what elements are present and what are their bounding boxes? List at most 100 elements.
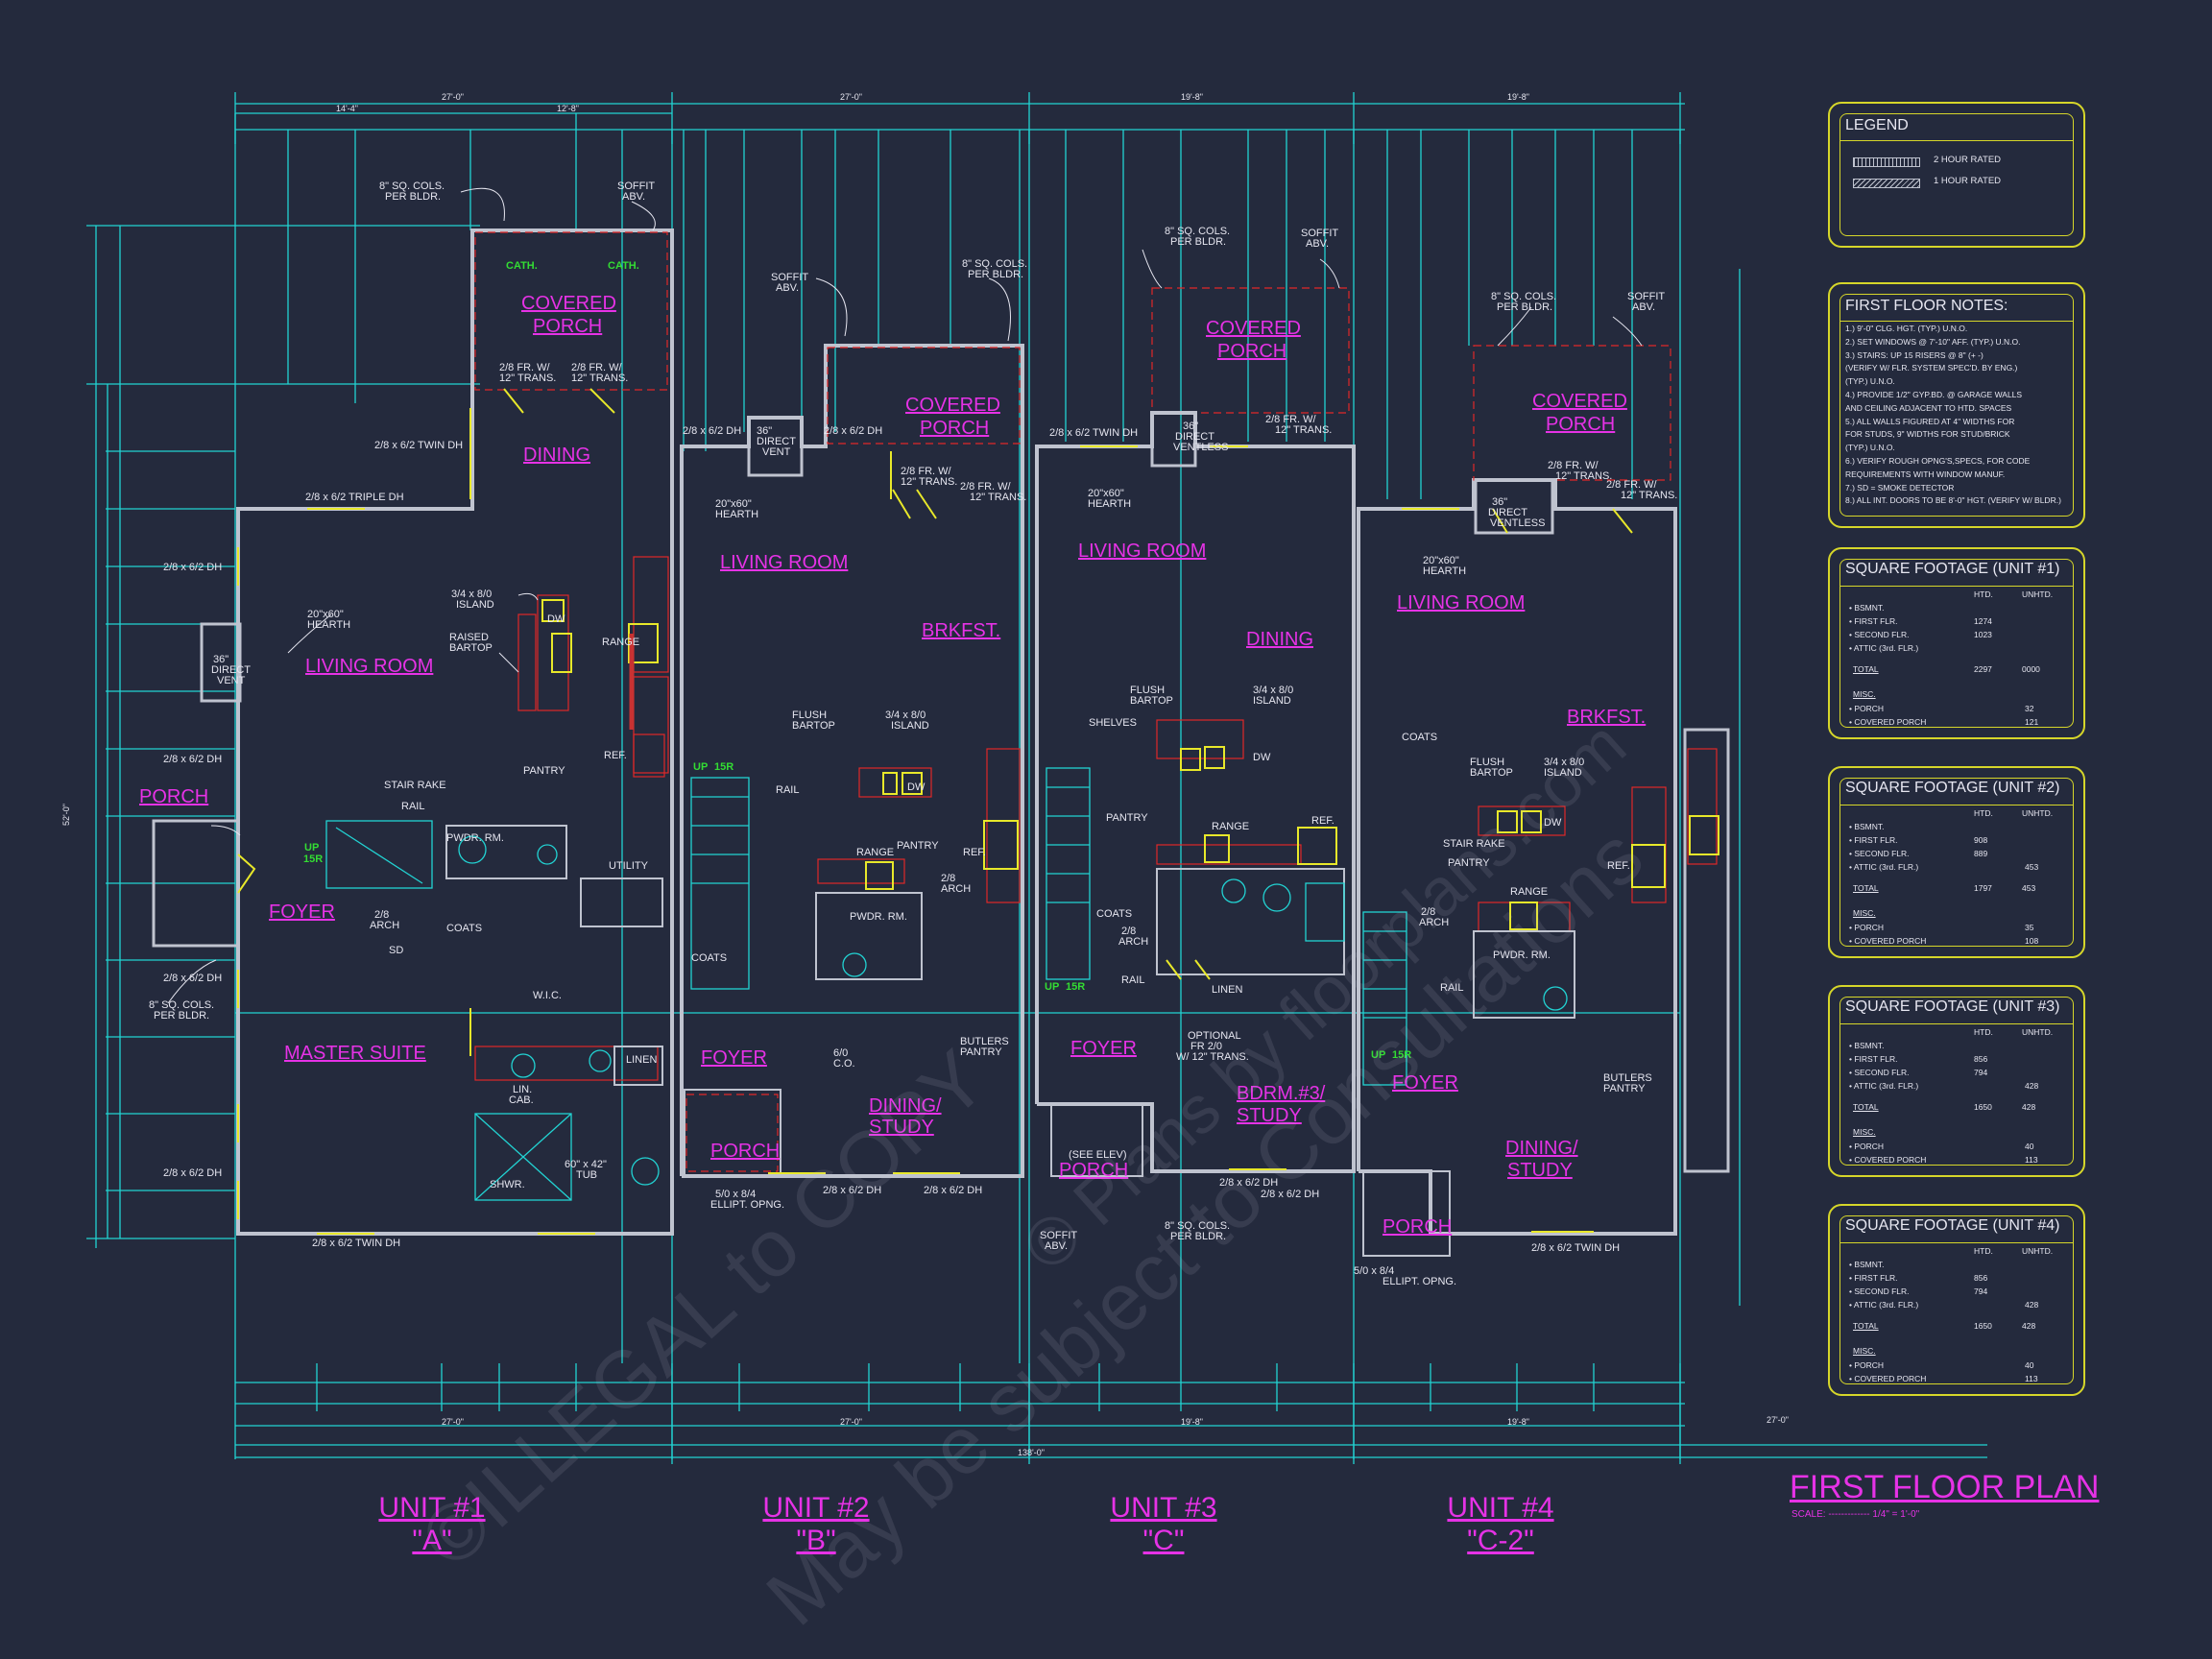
note-line: 3.) STAIRS: UP 15 RISERS @ 8" (+ -) — [1845, 349, 1984, 360]
sqft-misc-row-label: • COVERED PORCH — [1849, 717, 1927, 727]
note-line: (TYP.) U.N.O. — [1845, 443, 1895, 453]
sqft-row-htd: 856 — [1974, 1273, 1988, 1283]
note-line: 5.) ALL WALLS FIGURED AT 4" WIDTHS FOR — [1845, 416, 2015, 426]
sqft-htd-header: HTD. — [1974, 1027, 1993, 1037]
u4-hearth-1: 20"x60" — [1423, 555, 1459, 566]
u3-island-1: 3/4 x 8/0 — [1253, 685, 1293, 696]
u2-dining-label-1: DINING/ — [869, 1095, 942, 1117]
u2-covered-porch-label-1: COVERED — [905, 395, 1000, 416]
u4-butlers-2: PANTRY — [1603, 1083, 1646, 1094]
u3-porch-label: PORCH — [1059, 1160, 1128, 1181]
u2-coats: COATS — [691, 952, 727, 964]
u1-range: RANGE — [602, 637, 639, 648]
u1-hearth-2: HEARTH — [307, 619, 350, 631]
u4-ellipt-2: ELLIPT. OPNG. — [1382, 1276, 1456, 1287]
dim-27-u1: 27'-0" — [442, 92, 464, 102]
u3-soffit-b-2: ABV. — [1045, 1240, 1068, 1252]
unit-3-code: "C" — [1142, 1525, 1185, 1556]
u2-cols-2: PER BLDR. — [968, 269, 1023, 280]
sqft-title: SQUARE FOOTAGE (UNIT #2) — [1845, 780, 2060, 796]
note-line: 6.) VERIFY ROUGH OPNG'S,SPECS, FOR CODE — [1845, 455, 2031, 466]
u4-range: RANGE — [1510, 886, 1548, 898]
u3-rail: RAIL — [1121, 974, 1144, 986]
dim-27-bottom-2: 27'-0" — [840, 1417, 862, 1427]
sqft-total-htd: 2297 — [1974, 664, 1992, 674]
u1-hearth-1: 20"x60" — [307, 609, 344, 620]
u4-dining-label-2: STUDY — [1507, 1160, 1573, 1181]
u3-bdrm-label-2: STUDY — [1237, 1105, 1302, 1126]
sqft-unhtd-header: UNHTD. — [2022, 589, 2054, 599]
sqft-misc-label: MISC. — [1853, 1346, 1876, 1356]
u3-linen: LINEN — [1212, 984, 1242, 996]
sqft-htd-header: HTD. — [1974, 589, 1993, 599]
u4-living-label: LIVING ROOM — [1397, 592, 1525, 613]
u1-fr-trans-a2: 12" TRANS. — [499, 373, 556, 384]
u3-coats: COATS — [1096, 908, 1132, 920]
u1-twin-dh-bottom: 2/8 x 6/2 TWIN DH — [312, 1238, 400, 1249]
sqft-row-htd: 794 — [1974, 1068, 1988, 1077]
u2-island-2: ISLAND — [891, 720, 929, 732]
u1-pantry: PANTRY — [523, 765, 565, 777]
sqft-row-label: • FIRST FLR. — [1849, 1273, 1898, 1283]
note-line: (VERIFY W/ FLR. SYSTEM SPEC'D. BY ENG.) — [1845, 363, 2018, 373]
dim-27-right: 27'-0" — [1767, 1415, 1789, 1425]
sqft-box-unit-1: SQUARE FOOTAGE (UNIT #1)HTD.UNHTD.• BSMN… — [1828, 547, 2085, 739]
sqft-unhtd-header: UNHTD. — [2022, 1246, 2054, 1256]
u1-soffit-note-1: SOFFIT — [617, 180, 655, 192]
unit-2-name: UNIT #2 — [762, 1492, 870, 1524]
u4-cols-1: 8" SQ. COLS. — [1491, 291, 1556, 302]
sqft-htd-header: HTD. — [1974, 808, 1993, 818]
sqft-row-label: • BSMNT. — [1849, 603, 1885, 613]
u2-dh-2: 2/8 x 6/2 DH — [824, 425, 882, 437]
u2-fr-trans-a1: 2/8 FR. W/ — [901, 466, 952, 477]
u4-fr-trans-b2: 12" TRANS. — [1621, 490, 1677, 501]
u4-island-1: 3/4 x 8/0 — [1544, 757, 1584, 768]
unit-4-title: UNIT #4 "C-2" — [1429, 1492, 1573, 1557]
u2-dh-3: 2/8 x 6/2 DH — [823, 1185, 881, 1196]
u2-dw: DW — [907, 781, 926, 793]
sqft-misc-label: MISC. — [1853, 908, 1876, 918]
u3-dh-1: 2/8 x 6/2 DH — [1219, 1177, 1278, 1189]
u2-dh-1: 2/8 x 6/2 DH — [683, 425, 741, 437]
sqft-misc-row-label: • COVERED PORCH — [1849, 1155, 1927, 1165]
u4-arch-2: ARCH — [1419, 917, 1449, 928]
sqft-row-htd: 1274 — [1974, 616, 1992, 626]
u3-covered-porch-label-1: COVERED — [1206, 318, 1301, 339]
sqft-row-label: • SECOND FLR. — [1849, 849, 1910, 858]
unit-2-title: UNIT #2 "B" — [744, 1492, 888, 1557]
u1-sd: SD — [389, 945, 403, 956]
u4-fr-trans-a2: 12" TRANS. — [1555, 470, 1612, 482]
u2-dining-label-2: STUDY — [869, 1117, 934, 1138]
u4-soffit-2: ABV. — [1632, 301, 1655, 313]
u1-shwr: SHWR. — [490, 1179, 525, 1190]
sqft-row-label: • SECOND FLR. — [1849, 1068, 1910, 1077]
u4-covered-porch-label-2: PORCH — [1546, 414, 1615, 435]
u4-ventless: VENTLESS — [1490, 517, 1545, 529]
u4-hearth-2: HEARTH — [1423, 565, 1466, 577]
u2-fr-trans-b2: 12" TRANS. — [970, 492, 1026, 503]
sqft-misc-row-value: 32 — [2025, 704, 2034, 713]
sqft-misc-row-value: 40 — [2025, 1360, 2034, 1370]
unit-3-title: UNIT #3 "C" — [1092, 1492, 1236, 1557]
u4-ref: REF. — [1607, 860, 1630, 872]
unit-4-code: "C-2" — [1467, 1525, 1534, 1556]
legend-2hr: 2 HOUR RATED — [1934, 155, 2002, 165]
u4-porch-label: PORCH — [1382, 1216, 1452, 1238]
u3-up: UP — [1045, 981, 1059, 993]
u2-fr-trans-a2: 12" TRANS. — [901, 476, 957, 488]
notes-title: FIRST FLOOR NOTES: — [1845, 298, 2008, 314]
u1-arch-1: 2/8 — [374, 909, 389, 921]
u3-cols-2: PER BLDR. — [1170, 236, 1226, 248]
u1-arch-2: ARCH — [370, 920, 399, 931]
u4-stair-rake: STAIR RAKE — [1443, 838, 1505, 850]
unit-2-code: "B" — [796, 1525, 836, 1556]
u1-covered-porch-label-2: PORCH — [533, 316, 602, 337]
u4-rail: RAIL — [1440, 982, 1463, 994]
u3-hearth-1: 20"x60" — [1088, 488, 1124, 499]
unit-1-name: UNIT #1 — [378, 1492, 486, 1524]
u3-pantry: PANTRY — [1106, 812, 1148, 824]
sqft-misc-row-label: • COVERED PORCH — [1849, 1374, 1927, 1383]
u1-stair-rake: STAIR RAKE — [384, 780, 446, 791]
u1-coats: COATS — [446, 923, 482, 934]
u2-pwdr: PWDR. RM. — [850, 911, 907, 923]
